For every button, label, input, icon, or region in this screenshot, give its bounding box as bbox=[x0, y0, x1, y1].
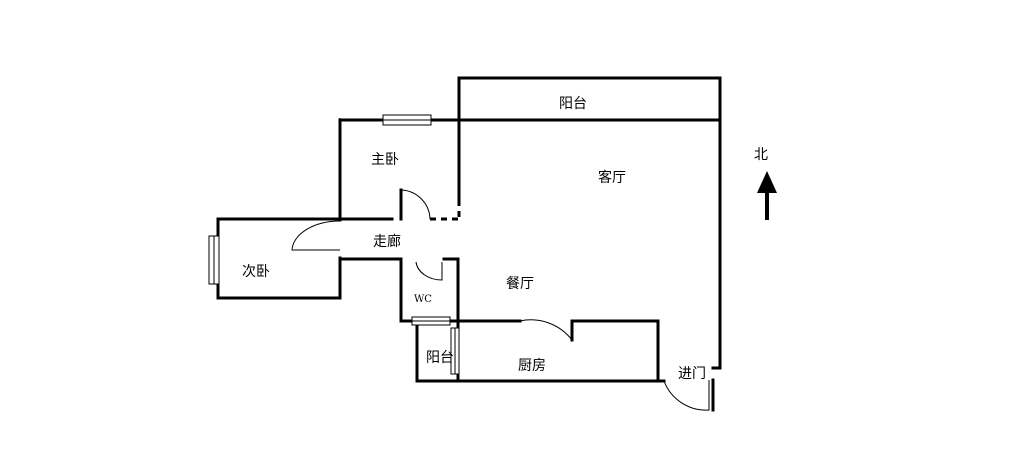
north-arrow-shaft bbox=[765, 190, 769, 220]
wall-second-bedroom bbox=[216, 217, 342, 300]
compass-label: 北 bbox=[754, 147, 768, 163]
window-second-bedroom bbox=[208, 235, 220, 285]
north-compass: 北 bbox=[754, 147, 777, 220]
label-dining-room: 餐厅 bbox=[506, 276, 534, 292]
window-wc bbox=[411, 316, 451, 326]
door-entrance bbox=[663, 380, 710, 411]
walls bbox=[216, 76, 722, 412]
doors bbox=[291, 189, 710, 411]
label-entrance: 进门 bbox=[678, 366, 706, 382]
windows bbox=[208, 114, 460, 375]
label-corridor: 走廊 bbox=[373, 233, 401, 250]
north-arrow-icon bbox=[757, 171, 777, 193]
room-labels: 阳台 主卧 客厅 走廊 次卧 WC 餐厅 阳台 厨房 进门 bbox=[242, 96, 706, 382]
door-master-bedroom bbox=[400, 189, 431, 220]
wall-kitchen-right bbox=[570, 319, 660, 383]
label-kitchen: 厨房 bbox=[518, 358, 546, 374]
wall-wc bbox=[399, 257, 460, 323]
label-balcony-bottom: 阳台 bbox=[426, 350, 454, 366]
label-master-bedroom: 主卧 bbox=[371, 152, 399, 168]
label-second-bedroom: 次卧 bbox=[242, 264, 270, 280]
wall-top-balcony bbox=[457, 76, 722, 122]
label-balcony-top: 阳台 bbox=[559, 96, 587, 112]
door-kitchen bbox=[519, 319, 573, 341]
window-master-bedroom bbox=[382, 114, 432, 126]
door-wc bbox=[415, 261, 443, 281]
door-second-bedroom bbox=[291, 220, 341, 251]
label-living-room: 客厅 bbox=[598, 169, 626, 186]
label-wc: WC bbox=[414, 294, 432, 305]
window-bottom-balcony bbox=[450, 327, 460, 375]
